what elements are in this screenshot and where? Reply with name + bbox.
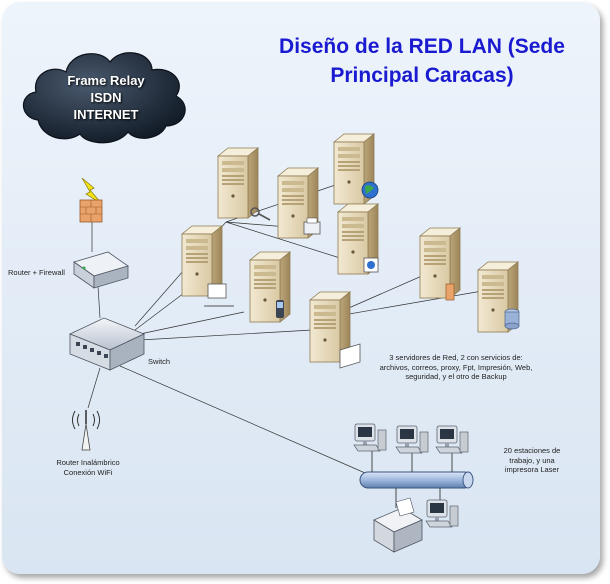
mail-service-icon [204,283,234,307]
title-line-2: Principal Caracas) [330,64,514,87]
cloud-line-1: Frame Relay [67,73,145,88]
globe-icon [361,181,379,199]
router-firewall-label: Router + Firewall [8,268,65,277]
lan-bus [359,471,474,489]
servers-line-1: 3 servidores de Red, 2 con servicios de: [389,353,523,362]
server-icon [217,147,259,219]
web-service-icon [363,257,379,273]
key-icon [250,207,271,221]
switch-icon [68,317,146,371]
cloud-line-3: INTERNET [73,107,139,122]
wifi-router-icon [72,410,100,451]
firewall-icon [79,199,103,223]
wifi-label-line-2: Conexión WiFi [63,467,113,477]
workstation-icon [425,499,459,528]
servers-line-2: archivos, correos, proxy, Fpt, Impresión… [379,362,533,372]
servers-group [181,133,519,363]
cloud-label: Frame Relay ISDN INTERNET [50,72,162,123]
stations-line-2: trabajo, y una [509,455,555,465]
cloud-icon [22,52,186,144]
router-icon [73,251,129,289]
workstation-icon [435,425,469,454]
security-service-icon [445,283,455,301]
stations-line-3: impresora Laser [504,465,560,474]
phone-icon [276,300,284,318]
workstations-description: 20 estaciones de trabajo, y una impresor… [492,446,572,475]
laser-printer-icon [373,497,423,553]
wifi-label-line-1: Router Inalámbrico [56,458,120,467]
title-line-1: Diseño de la RED LAN (Sede [279,35,565,58]
servers-line-3: seguridad, y el otro de Backup [405,372,507,381]
diagram-title: Diseño de la RED LAN (Sede Principal Car… [236,32,608,90]
wifi-router-label: Router Inalámbrico Conexión WiFi [46,458,130,477]
switch-label: Switch [148,357,171,366]
workstation-icon [353,423,387,452]
document-icon [339,343,361,369]
stations-line-1: 20 estaciones de [503,446,561,455]
backup-service-icon [504,308,520,330]
workstation-icon [395,425,429,454]
printer-service-icon [303,217,321,235]
cloud-line-2: ISDN [90,90,122,105]
servers-description: 3 servidores de Red, 2 con servicios de:… [356,353,556,382]
